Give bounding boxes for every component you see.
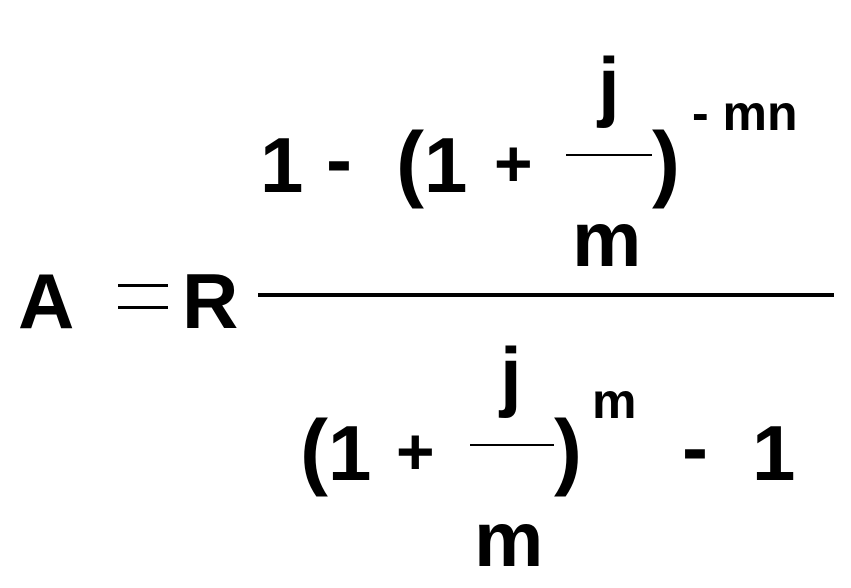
numerator-exponent: - mn bbox=[692, 85, 798, 141]
main-fraction-bar bbox=[258, 293, 834, 297]
numerator-frac-num: j bbox=[598, 41, 620, 129]
numerator-minus: - bbox=[326, 115, 352, 203]
variable-a: A bbox=[18, 257, 75, 345]
numerator-inner-one: 1 bbox=[424, 121, 468, 209]
denominator-inner-fraction-bar bbox=[470, 444, 554, 446]
numerator-one: 1 bbox=[260, 121, 304, 209]
denominator-close-paren: ) bbox=[554, 403, 582, 497]
denominator-one: 1 bbox=[752, 409, 796, 497]
variable-r: R bbox=[182, 257, 239, 345]
denominator-plus: + bbox=[396, 414, 435, 488]
numerator-inner-fraction-bar bbox=[566, 154, 652, 156]
denominator-frac-den: m bbox=[474, 495, 544, 583]
numerator-open-paren: ( bbox=[396, 115, 424, 209]
denominator-open-paren: ( bbox=[300, 403, 328, 497]
numerator-close-paren: ) bbox=[652, 115, 680, 209]
denominator-minus: - bbox=[682, 403, 708, 491]
denominator-exponent: m bbox=[592, 373, 637, 429]
numerator-frac-den: m bbox=[572, 195, 642, 283]
numerator-plus: + bbox=[494, 126, 533, 200]
denominator-inner-one: 1 bbox=[328, 409, 372, 497]
denominator-frac-num: j bbox=[500, 331, 522, 419]
